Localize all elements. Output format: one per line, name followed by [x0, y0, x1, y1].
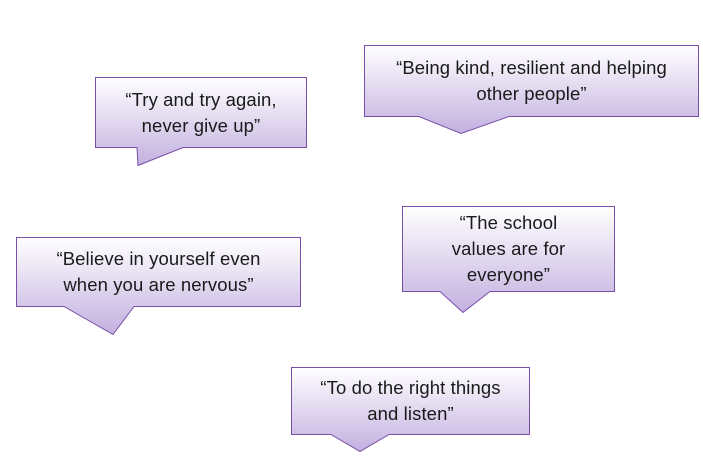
speech-bubble-outline [95, 77, 307, 167]
quote-text: “The school values are for everyone” [451, 212, 566, 285]
speech-bubble-school-values: “The school values are for everyone” [402, 206, 615, 314]
quote-text: “Try and try again, never give up” [125, 88, 277, 136]
speech-bubble-being-kind: “Being kind, resilient and helping other… [364, 45, 699, 135]
speech-bubble-outline [291, 367, 530, 453]
speech-bubble-try-again: “Try and try again, never give up” [95, 77, 307, 167]
speech-bubble-shape [95, 77, 307, 167]
speech-bubble-shape [291, 367, 530, 453]
speech-bubble-shape [402, 206, 615, 314]
quote-text: “Believe in yourself even when you are n… [56, 248, 261, 295]
speech-bubble-outline [16, 237, 301, 336]
speech-bubble-right-things: “To do the right things and listen” [291, 367, 530, 453]
quote-text: “Being kind, resilient and helping other… [396, 57, 667, 104]
speech-bubble-shape [16, 237, 301, 336]
speech-bubble-outline [364, 45, 699, 135]
quote-text: “To do the right things and listen” [320, 377, 501, 424]
speech-bubble-believe: “Believe in yourself even when you are n… [16, 237, 301, 336]
speech-bubble-outline [402, 206, 615, 314]
speech-bubble-shape [364, 45, 699, 135]
